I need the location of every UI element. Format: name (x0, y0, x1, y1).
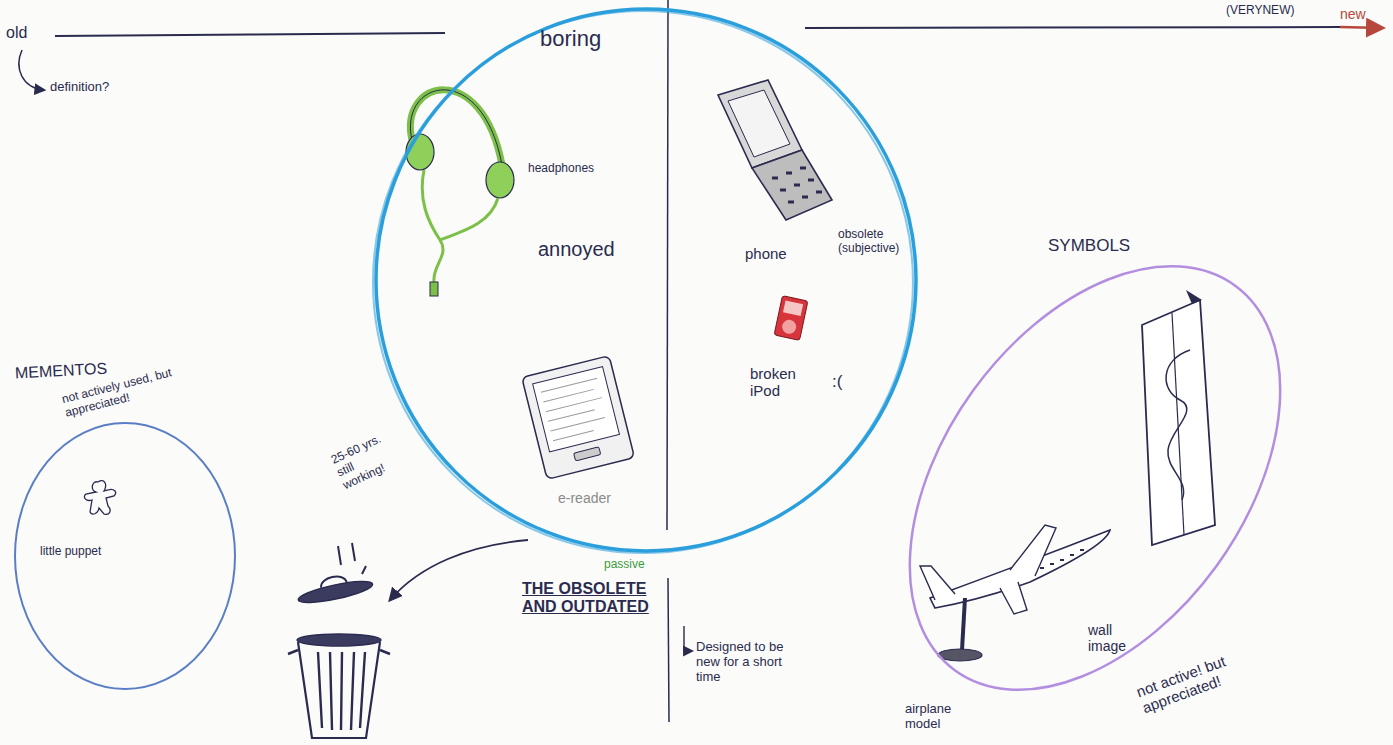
item-label: wall image (1088, 622, 1143, 654)
trash-handles (288, 650, 390, 654)
ipod-body (774, 296, 808, 341)
group-circle: SYMBOLSwall imageairplane modelnot activ… (905, 262, 1285, 694)
group-heading: MEMENTOS (15, 360, 108, 383)
poster-fold (1172, 313, 1184, 535)
trash-lid (297, 577, 374, 606)
reader-body (522, 356, 635, 480)
reader-screen (533, 367, 620, 452)
axis-label: old (6, 24, 27, 42)
ipod-screen (783, 300, 803, 315)
question-note: definition? (50, 80, 109, 95)
group-note: annoyed (538, 238, 615, 261)
item-label: little puppet (40, 545, 101, 559)
cord (440, 198, 498, 240)
phone-drawing (718, 80, 832, 220)
phone-keys (772, 168, 822, 202)
item-label: e-reader (558, 490, 611, 506)
lid-handle (320, 574, 347, 587)
annotation: passive (604, 558, 645, 572)
item-label: headphones (528, 162, 594, 176)
sub-arrow (684, 626, 692, 651)
axis-label: new (1340, 6, 1366, 22)
ear-cup (406, 134, 434, 170)
airplane-drawing (920, 525, 1110, 661)
cord (422, 170, 443, 282)
phone-keypad (752, 150, 832, 220)
poster-pin (1186, 290, 1202, 304)
e-reader-drawing (522, 356, 635, 480)
divider-line (667, 0, 668, 530)
group-circle: MEMENTOSnot actively used, but appreciat… (12, 420, 238, 692)
trash-note: 25-60 yrs. still working! (329, 429, 403, 493)
wing (1010, 525, 1056, 576)
group-heading: SYMBOLS (1048, 236, 1130, 256)
item-label: phone (745, 245, 787, 262)
trash-stripes (318, 652, 365, 730)
item-label: broken iPod (750, 365, 822, 400)
timeline (55, 33, 445, 36)
circle-outline (834, 197, 1356, 745)
wall-image-drawing (1142, 290, 1215, 545)
ear-cup (486, 162, 514, 198)
face-note: :( (832, 372, 842, 392)
model-stand (962, 598, 965, 650)
trash-rim (297, 634, 381, 646)
poster (1142, 300, 1215, 545)
motion-marks (338, 543, 366, 574)
reader-button (574, 447, 601, 461)
timeline (805, 27, 1340, 28)
plug (430, 282, 438, 296)
annotation: Designed to be new for a short time (696, 640, 788, 685)
timeline-arrow (1340, 27, 1382, 28)
ipod-wheel (781, 319, 798, 336)
trash-can-drawing (288, 543, 390, 738)
phone-screen (728, 90, 790, 157)
poster-scribble (1166, 350, 1190, 500)
discard-arrow (390, 540, 528, 600)
tail-fin (920, 566, 955, 600)
item-label: airplane model (905, 702, 975, 732)
wing (1000, 582, 1027, 614)
stand-base (938, 649, 982, 661)
circle-outline (15, 423, 235, 689)
curl-arrow (19, 50, 44, 90)
group-heading: THE OBSOLETE AND OUTDATED (522, 580, 662, 617)
axis-note: (VERYNEW) (1226, 4, 1294, 18)
group-circle: boring headphones annoyed e-reader phone obso… (373, 6, 919, 554)
circle-outline (373, 6, 919, 554)
trash-body (298, 642, 380, 738)
group-note: boring (540, 26, 601, 51)
group-note: not active! but appreciated! (1134, 628, 1301, 717)
ipod-drawing (774, 296, 808, 341)
headphones-drawing (406, 90, 514, 296)
group-note: obsolete (subjective) (838, 228, 910, 256)
reader-text-lines (541, 378, 609, 441)
divider-line (668, 578, 669, 722)
windows (1040, 550, 1084, 568)
circle-outline (373, 11, 913, 553)
puppet-drawing (84, 481, 115, 515)
